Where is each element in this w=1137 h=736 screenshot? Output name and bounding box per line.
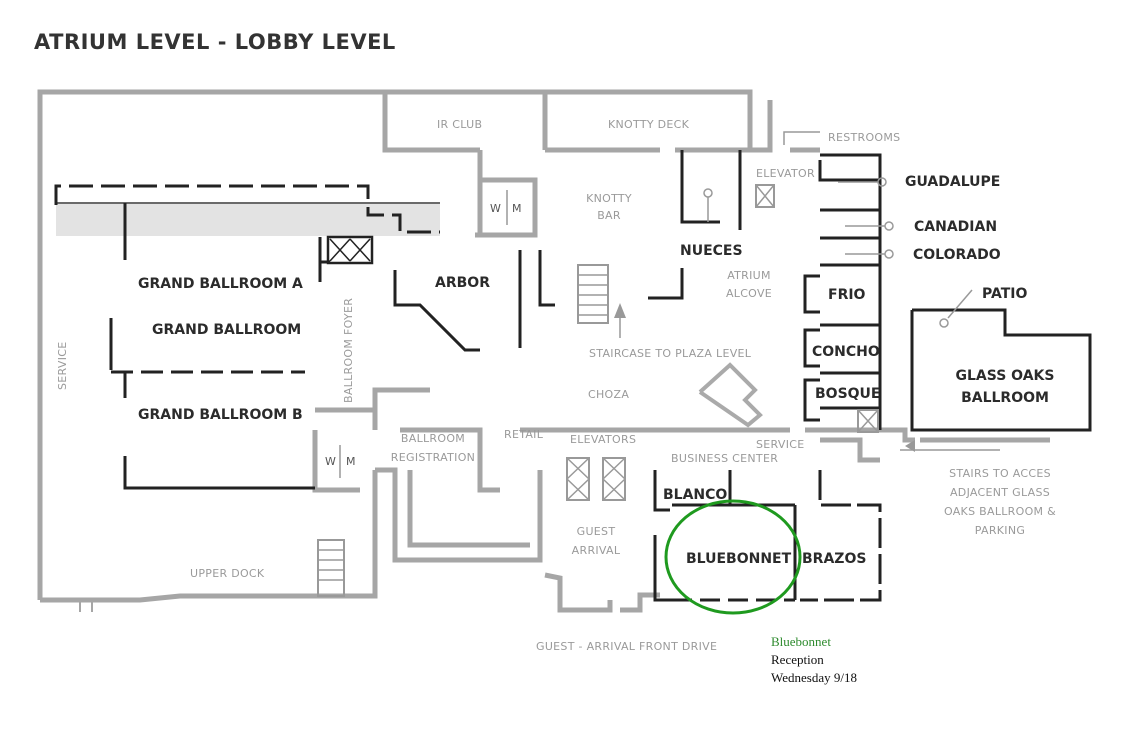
room-labels: GRAND BALLROOM A GRAND BALLROOM GRAND BA… [138,174,1054,567]
area-atrium-line1: ATRIUM [727,269,771,282]
room-grand-ballroom-a: GRAND BALLROOM A [138,276,303,292]
note-event: Reception [771,652,824,667]
area-choza: CHOZA [588,388,629,401]
area-ballroom-reg-line1: BALLROOM [401,432,465,445]
room-bosque: BOSQUE [815,386,881,402]
area-knotty-deck: KNOTTY DECK [608,118,690,131]
room-glass-oaks-line1: GLASS OAKS [956,368,1055,384]
room-guadalupe: GUADALUPE [905,174,1000,190]
area-restrooms: RESTROOMS [828,131,900,144]
restroom-m-lower: M [346,455,356,468]
restroom-m-upper: M [512,202,522,215]
area-stairs-line2: ADJACENT GLASS [950,486,1050,499]
area-service-left: SERVICE [56,342,69,390]
area-knotty-bar-line2: BAR [597,209,621,222]
area-upper-dock: UPPER DOCK [190,567,265,580]
bluebonnet-highlight-circle [664,499,802,615]
room-arbor: ARBOR [435,275,490,291]
area-service-right: SERVICE [756,438,804,451]
area-ballroom-reg-line2: REGISTRATION [391,451,475,464]
elevators-block [566,184,879,501]
room-bluebonnet: BLUEBONNET [686,551,792,567]
area-elevator: ELEVATOR [756,167,815,180]
room-concho: CONCHO [812,344,880,360]
ballroom-shading [56,202,440,236]
glass-oaks-walls [910,308,1092,432]
restroom-boxes [339,190,508,478]
note-room-name: Bluebonnet [771,634,831,649]
upper-dock-stairs [317,539,345,597]
east-rooms-walls [803,153,882,430]
room-grand-ballroom: GRAND BALLROOM [152,322,301,338]
area-labels: IR CLUB KNOTTY DECK RESTROOMS ELEVATOR K… [56,118,1056,653]
area-staircase: STAIRCASE TO PLAZA LEVEL [589,347,752,360]
area-guest-line1: GUEST [577,525,616,538]
area-business-center: BUSINESS CENTER [671,452,778,465]
area-stairs-line3: OAKS BALLROOM & [944,505,1056,518]
area-stairs-line4: PARKING [975,524,1025,537]
restroom-w-lower: W [325,455,336,468]
nueces-walls [648,150,742,300]
room-glass-oaks-line2: BALLROOM [961,390,1049,406]
grand-ballroom-walls [54,184,440,490]
area-ir-club: IR CLUB [437,118,482,131]
restroom-w-upper: W [490,202,501,215]
room-canadian: CANADIAN [914,219,997,235]
map-title: ATRIUM LEVEL - LOBBY LEVEL [34,30,396,54]
area-retail: RETAIL [504,428,544,441]
room-blanco: BLANCO [663,487,727,503]
staircase-to-plaza [577,264,626,338]
choza-shape [698,362,763,428]
nueces-marker [703,188,713,198]
room-frio: FRIO [828,287,866,303]
note-date: Wednesday 9/18 [771,670,857,685]
area-stairs-line1: STAIRS TO ACCES [949,467,1051,480]
room-nueces: NUECES [680,243,743,259]
area-elevators: ELEVATORS [570,433,636,446]
area-front-drive: GUEST - ARRIVAL FRONT DRIVE [536,640,717,653]
room-patio: PATIO [982,286,1027,302]
area-knotty-bar-line1: KNOTTY [586,192,632,205]
room-grand-ballroom-b: GRAND BALLROOM B [138,407,303,423]
ballroom-elevator-box [326,235,374,265]
area-atrium-line2: ALCOVE [726,287,772,300]
room-colorado: COLORADO [913,247,1001,263]
outer-walls [37,89,1050,613]
area-guest-line2: ARRIVAL [572,544,621,557]
area-ballroom-foyer: BALLROOM FOYER [342,298,355,403]
room-brazos: BRAZOS [802,551,866,567]
arbor-walls [393,250,555,352]
